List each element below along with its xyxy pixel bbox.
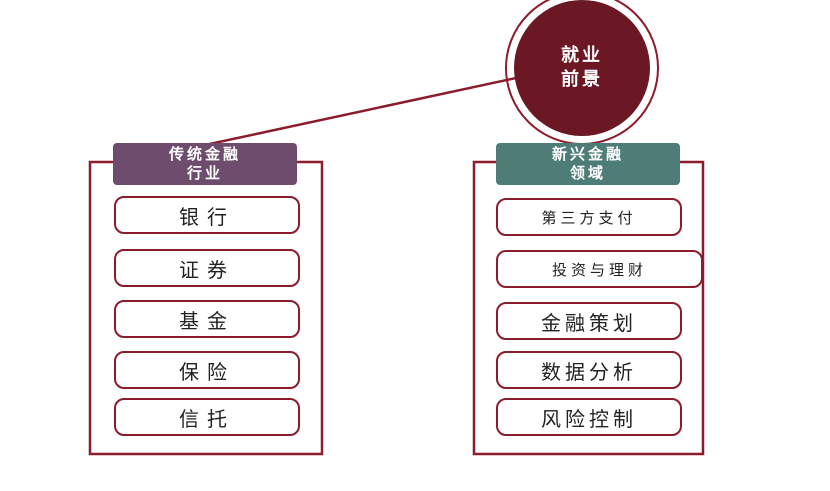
center-node-label: 就业 前景 bbox=[522, 38, 642, 98]
traditional-item-label: 证券 bbox=[179, 257, 235, 282]
traditional-item-bank: 银行 bbox=[114, 196, 300, 234]
emerging-item-third-party-payment: 第三方支付 bbox=[496, 198, 682, 236]
traditional-item-label: 保险 bbox=[179, 359, 235, 384]
emerging-item-financial-planning: 金融策划 bbox=[496, 302, 682, 340]
emerging-item-investment: 投资与理财 bbox=[496, 250, 703, 288]
center-node-line2: 前景 bbox=[561, 69, 603, 90]
emerging-header-line1: 新兴金融 bbox=[551, 145, 624, 163]
traditional-item-label: 信托 bbox=[179, 406, 235, 431]
emerging-header-line2: 领域 bbox=[569, 164, 606, 182]
traditional-frame bbox=[88, 160, 324, 456]
emerging-item-label: 金融策划 bbox=[541, 310, 637, 335]
emerging-header: 新兴金融 领域 bbox=[496, 143, 680, 185]
traditional-header-line2: 行业 bbox=[186, 164, 223, 182]
center-node-fill bbox=[514, 0, 650, 136]
emerging-item-label: 第三方支付 bbox=[541, 208, 637, 227]
center-node-line1: 就业 bbox=[561, 45, 603, 66]
traditional-item-insurance: 保险 bbox=[114, 351, 300, 389]
connector-line bbox=[204, 76, 517, 147]
emerging-item-label: 风险控制 bbox=[541, 406, 637, 431]
traditional-item-securities: 证券 bbox=[114, 249, 300, 287]
emerging-item-data-analysis: 数据分析 bbox=[496, 351, 682, 389]
traditional-header-line1: 传统金融 bbox=[168, 145, 241, 163]
traditional-header: 传统金融 行业 bbox=[113, 143, 297, 185]
emerging-item-risk-control: 风险控制 bbox=[496, 398, 682, 436]
traditional-item-label: 银行 bbox=[179, 204, 235, 229]
emerging-frame bbox=[472, 160, 705, 456]
traditional-item-fund: 基金 bbox=[114, 300, 300, 338]
emerging-item-label: 数据分析 bbox=[541, 359, 637, 384]
traditional-item-trust: 信托 bbox=[114, 398, 300, 436]
traditional-item-label: 基金 bbox=[179, 308, 235, 333]
emerging-item-label: 投资与理财 bbox=[551, 260, 647, 279]
